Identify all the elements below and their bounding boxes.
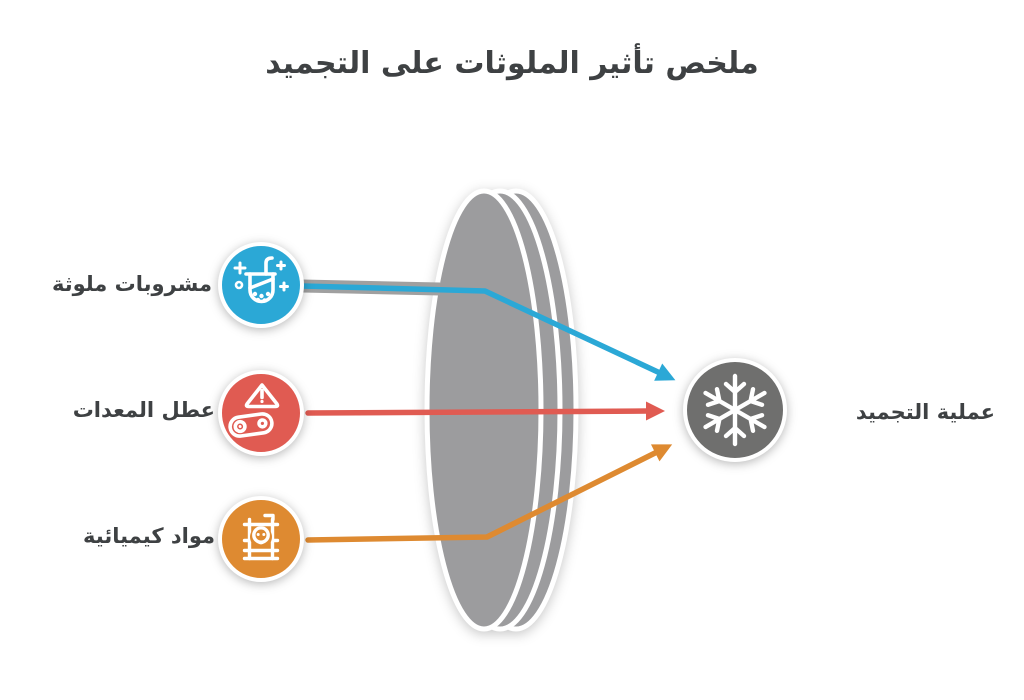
skull-eyes	[256, 533, 266, 536]
snowflake-icon	[703, 373, 767, 447]
warning-belt-icon	[228, 383, 280, 438]
label-source-drink: مشروبات ملوثة	[51, 272, 212, 296]
label-source-chemicals: مواد كيميائية	[83, 524, 215, 548]
pearl-dots	[252, 291, 271, 303]
red-arrowhead	[646, 401, 665, 421]
bubble-tea-drink-icon	[233, 256, 289, 304]
label-source-equipment: عطل المعدات	[72, 398, 215, 422]
blue-arrowhead	[654, 363, 676, 381]
sparkle-icons	[233, 260, 289, 292]
source-node-drink	[218, 242, 304, 328]
toxic-barrel-skull-icon	[242, 513, 280, 561]
orange-connector-line	[305, 449, 660, 543]
source-node-chemicals	[218, 496, 304, 582]
label-target-freezing: عملية التجميد	[855, 400, 995, 424]
orange-arrowhead	[650, 444, 673, 462]
belt-shape	[228, 412, 274, 438]
blue-connector-line	[299, 283, 663, 376]
target-node-freezing	[683, 358, 787, 462]
source-node-equipment	[218, 370, 304, 456]
red-connector-line	[305, 408, 651, 416]
diagram-title: ملخص تأثير الملوثات على التجميد	[265, 46, 759, 81]
